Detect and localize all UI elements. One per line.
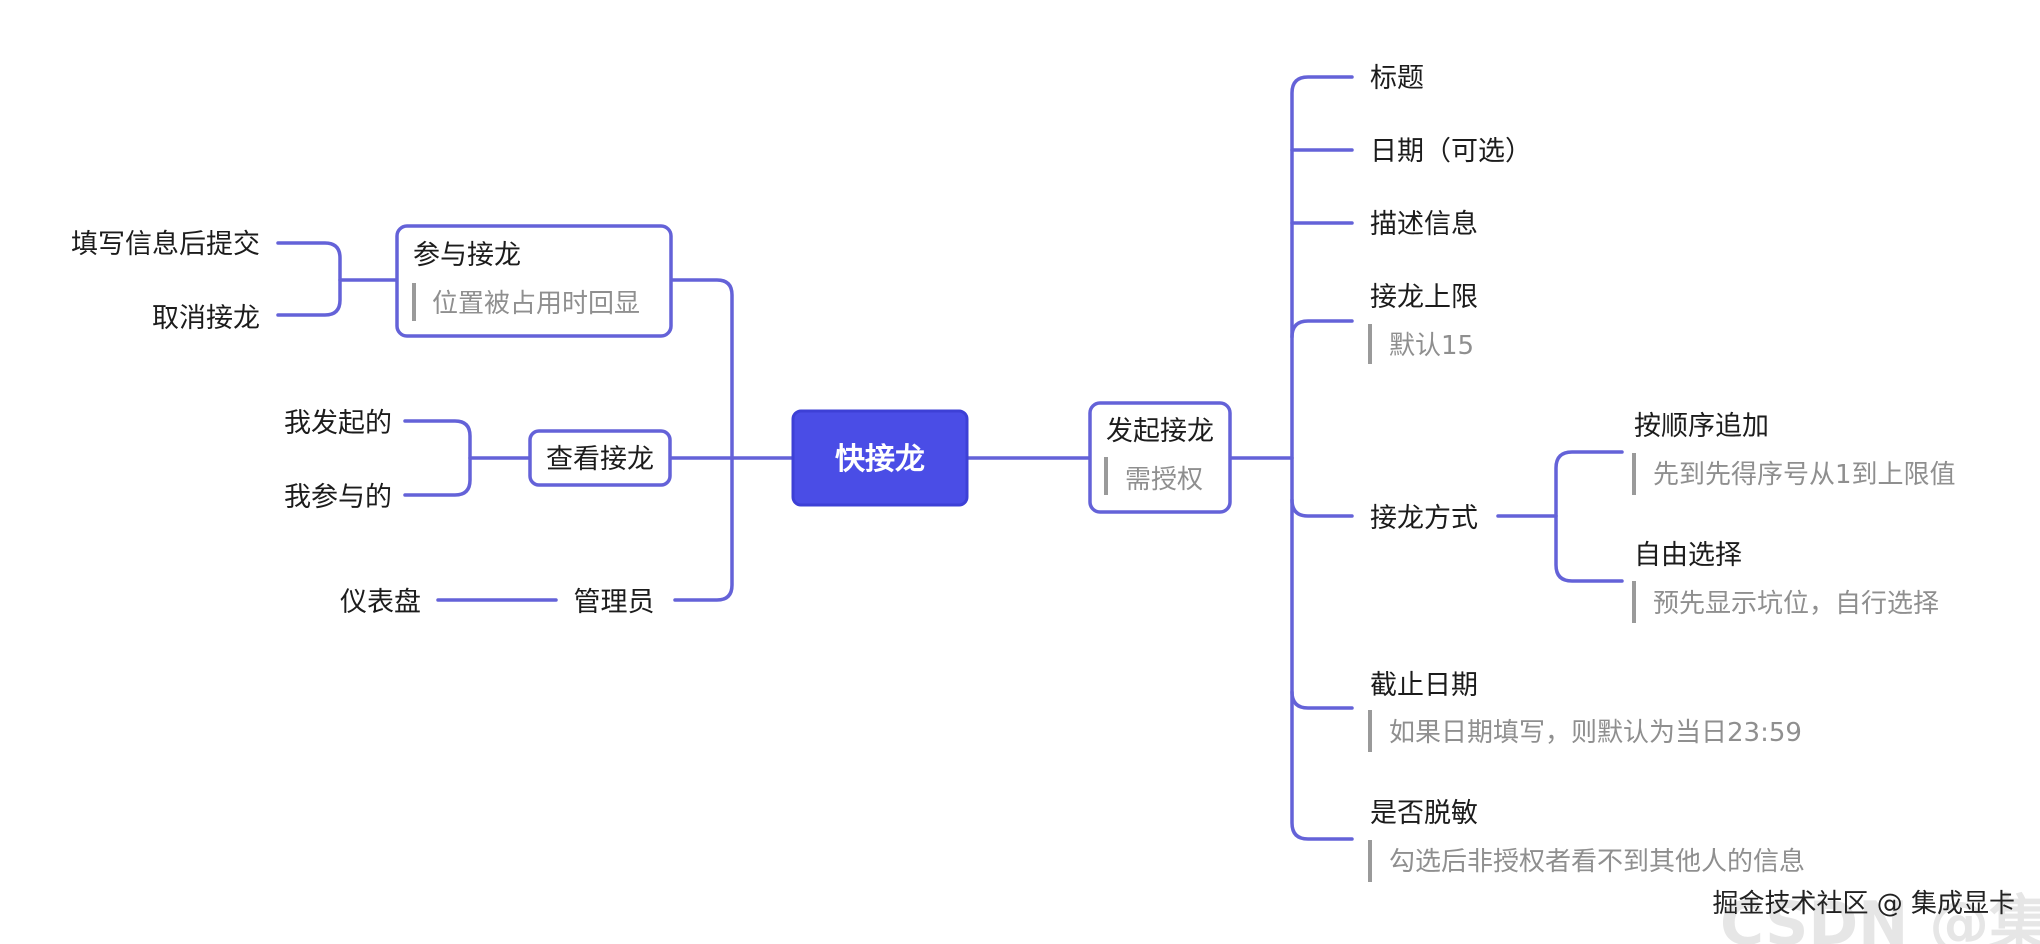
join-note-bar [412, 283, 416, 321]
child-my-joined[interactable]: 我参与的 [284, 482, 392, 513]
item-desensitize-note-bar [1368, 840, 1372, 882]
child-my-created[interactable]: 我发起的 [284, 408, 392, 439]
root-node[interactable]: 快接龙 [791, 409, 969, 507]
item-deadline-label: 截止日期 [1370, 670, 1478, 701]
child-submit-info[interactable]: 填写信息后提交 [71, 229, 260, 260]
mode-option-sequential[interactable]: 按顺序追加 先到先得序号从1到上限值 [1632, 411, 1956, 495]
mode-option-free-note: 预先显示坑位，自行选择 [1653, 589, 1939, 619]
join-note: 位置被占用时回显 [432, 289, 640, 319]
ghost-watermark: CSDN @集成显卡 [1720, 889, 2040, 944]
watermark: 掘金技术社区 @ 集成显卡 [1712, 889, 2015, 919]
join-title: 参与接龙 [413, 240, 521, 271]
item-limit-label: 接龙上限 [1370, 282, 1478, 313]
item-limit-note-bar [1368, 324, 1372, 364]
view-title: 查看接龙 [546, 444, 654, 475]
item-description[interactable]: 描述信息 [1370, 209, 1478, 240]
create-note: 需授权 [1125, 465, 1203, 495]
item-limit[interactable]: 接龙上限 默认15 [1368, 282, 1478, 364]
item-limit-note: 默认15 [1389, 331, 1474, 361]
item-mode[interactable]: 接龙方式 [1370, 503, 1478, 534]
mode-option-sequential-label: 按顺序追加 [1634, 411, 1769, 442]
create-note-bar [1104, 457, 1108, 495]
item-deadline[interactable]: 截止日期 如果日期填写，则默认为当日23:59 [1368, 670, 1802, 752]
item-deadline-note-bar [1368, 710, 1372, 752]
item-date[interactable]: 日期（可选） [1370, 136, 1532, 167]
item-title[interactable]: 标题 [1370, 63, 1424, 94]
child-cancel-join[interactable]: 取消接龙 [152, 303, 260, 334]
connectors [276, 75, 1624, 841]
create-title: 发起接龙 [1106, 416, 1214, 447]
admin-node[interactable]: 管理员 [574, 587, 655, 618]
create-node[interactable]: 发起接龙 需授权 [1088, 401, 1232, 514]
root-label: 快接龙 [835, 442, 925, 477]
mode-option-free-label: 自由选择 [1634, 540, 1742, 571]
mode-option-sequential-note-bar [1632, 453, 1636, 495]
item-desensitize-label: 是否脱敏 [1370, 798, 1478, 829]
mode-option-free[interactable]: 自由选择 预先显示坑位，自行选择 [1632, 540, 1939, 623]
item-deadline-note: 如果日期填写，则默认为当日23:59 [1389, 718, 1802, 748]
child-dashboard[interactable]: 仪表盘 [340, 587, 421, 618]
view-node[interactable]: 查看接龙 [528, 429, 672, 487]
join-node[interactable]: 参与接龙 位置被占用时回显 [395, 224, 673, 338]
item-desensitize[interactable]: 是否脱敏 勾选后非授权者看不到其他人的信息 [1368, 798, 1805, 882]
mode-option-sequential-note: 先到先得序号从1到上限值 [1653, 460, 1956, 490]
mode-option-free-note-bar [1632, 581, 1636, 623]
item-desensitize-note: 勾选后非授权者看不到其他人的信息 [1389, 847, 1805, 877]
